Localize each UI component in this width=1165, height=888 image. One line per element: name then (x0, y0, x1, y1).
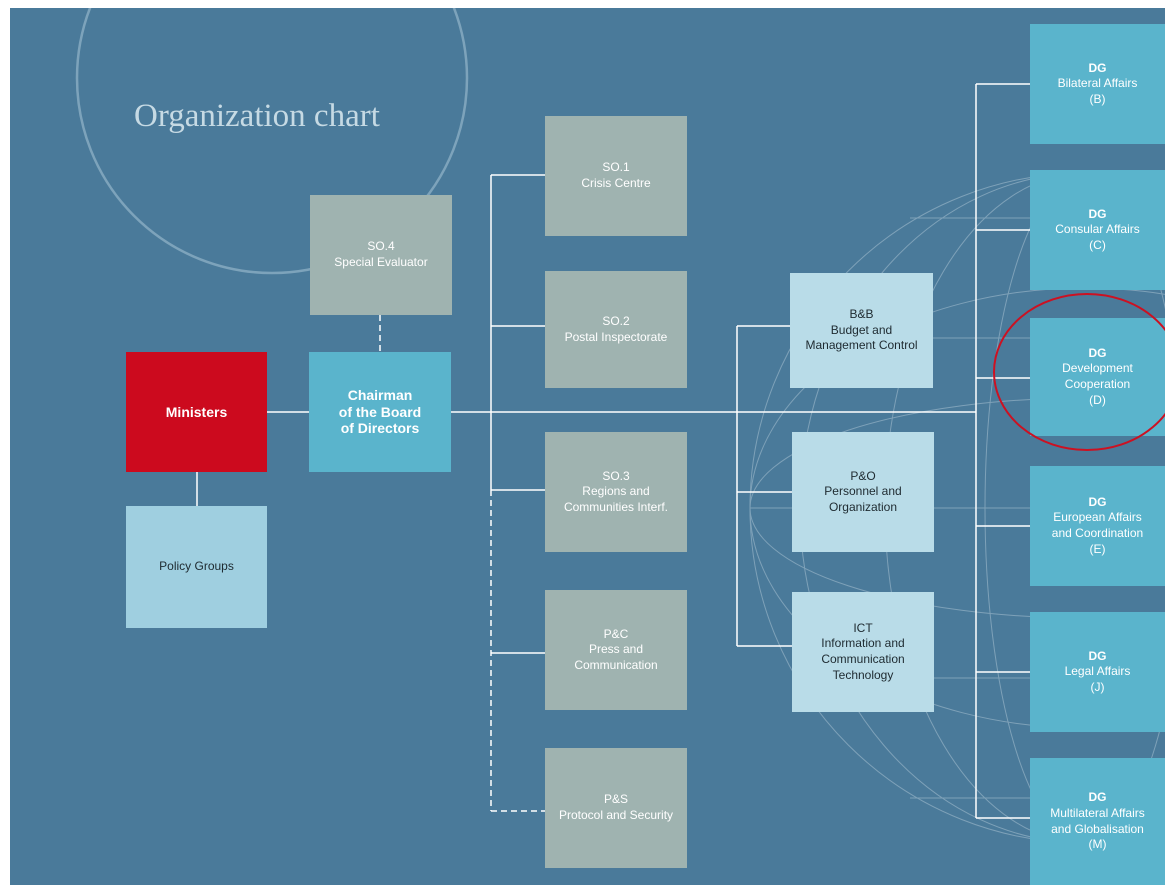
node-dg-d-line-3: Cooperation (1064, 377, 1131, 391)
node-dg-e-line-1: DG (1088, 494, 1107, 509)
node-bb-line-2: Budget and (830, 322, 893, 337)
node-dg-d: DG Development Cooperation (D) (1030, 318, 1165, 436)
title-circle-decoration (75, 8, 469, 275)
node-ict-line-2: Information and (821, 636, 905, 651)
node-po-line-3: Organization (828, 499, 898, 514)
node-dg-c-line-3: (C) (1089, 237, 1106, 252)
node-dg-e-line-2: European Affairs (1053, 510, 1142, 525)
node-dg-m-line-4: (M) (1088, 837, 1107, 852)
node-dg-m-line-3: and Globalisation (1051, 821, 1144, 836)
node-ps-line-1: P&S (603, 792, 628, 807)
node-dg-b-line-1: DG (1088, 60, 1107, 75)
node-dg-b: DG Bilateral Affairs (B) (1030, 24, 1165, 144)
node-so4-line-2: Special Evaluator (334, 255, 428, 269)
node-so3-line-2: Regions and (582, 484, 650, 499)
node-dg-d-line-2: Development (1062, 361, 1133, 376)
node-dg-j-line-1: DG (1088, 648, 1107, 663)
node-ps: P&S Protocol and Security (545, 748, 687, 868)
node-so4-line-1: SO.4 (367, 239, 395, 254)
node-dg-j: DG Legal Affairs (J) (1030, 612, 1165, 732)
chart-panel: Organization chart Ministers Policy Grou… (10, 8, 1165, 885)
node-dg-j-line-3: (J) (1090, 679, 1105, 694)
node-so3-line-1: SO.3 (602, 468, 630, 483)
node-bb: B&B Budget and Management Control (790, 273, 933, 388)
node-policy-groups: Policy Groups (126, 506, 267, 628)
node-dg-d-line-4: (D) (1089, 392, 1106, 407)
node-so2: SO.2 Postal Inspectorate (545, 271, 687, 388)
node-dg-d-line-1: DG (1088, 345, 1107, 360)
node-dg-c: DG Consular Affairs (C) (1030, 170, 1165, 290)
node-ict-line-4: Technology (832, 667, 894, 682)
node-pc-line-1: P&C (603, 626, 629, 641)
node-ministers-label: Ministers (165, 403, 228, 420)
node-policy-groups-label: Policy Groups (159, 559, 234, 574)
node-dg-b-line-3: (B) (1089, 91, 1106, 106)
node-so2-line-2: Postal Inspectorate (564, 329, 668, 344)
node-dg-m-line-2: Multilateral Affairs (1050, 805, 1145, 820)
node-chairman-line-1: Chairman (347, 386, 413, 403)
node-so3-line-3: Communities Interf. (563, 499, 669, 514)
node-dg-b-line-2: Bilateral Affairs (1057, 76, 1138, 91)
node-dg-m-line-1: DG (1088, 790, 1107, 805)
node-so3: SO.3 Regions and Communities Interf. (545, 432, 687, 552)
node-dg-e-line-3: and Coordination (1051, 526, 1144, 540)
node-chairman-line-3: of Directors (340, 420, 420, 437)
node-chairman-line-2: of the Board (338, 403, 422, 420)
node-po-line-1: P&O (850, 468, 876, 483)
node-chairman: Chairman of the Board of Directors (309, 352, 451, 472)
node-so1-line-1: SO.1 (602, 160, 630, 175)
node-bb-line-3: Management Control (805, 338, 918, 353)
node-pc: P&C Press and Communication (545, 590, 687, 710)
node-ict: ICT Information and Communication Techno… (792, 592, 934, 712)
node-bb-line-1: B&B (849, 307, 874, 322)
node-ict-line-1: ICT (853, 620, 873, 635)
node-dg-c-line-1: DG (1088, 206, 1107, 221)
chart-title: Organization chart (134, 98, 380, 134)
node-ps-line-2: Protocol and Security (558, 808, 674, 822)
node-dg-e-line-4: (E) (1089, 541, 1106, 556)
node-po-line-2: Personnel and (824, 484, 902, 499)
node-ict-line-3: Communication (821, 652, 905, 666)
node-so1-line-2: Crisis Centre (581, 176, 651, 190)
node-dg-c-line-2: Consular Affairs (1055, 222, 1140, 237)
node-po: P&O Personnel and Organization (792, 432, 934, 552)
node-so1: SO.1 Crisis Centre (545, 116, 687, 236)
node-so4: SO.4 Special Evaluator (310, 195, 452, 315)
node-dg-m: DG Multilateral Affairs and Globalisatio… (1030, 758, 1165, 885)
node-pc-line-2: Press and (588, 642, 644, 657)
node-dg-e: DG European Affairs and Coordination (E) (1030, 466, 1165, 586)
node-pc-line-3: Communication (574, 657, 658, 672)
node-dg-j-line-2: Legal Affairs (1064, 664, 1131, 679)
connector-lines (196, 83, 1030, 819)
node-ministers: Ministers (126, 352, 267, 472)
node-so2-line-1: SO.2 (602, 313, 630, 328)
